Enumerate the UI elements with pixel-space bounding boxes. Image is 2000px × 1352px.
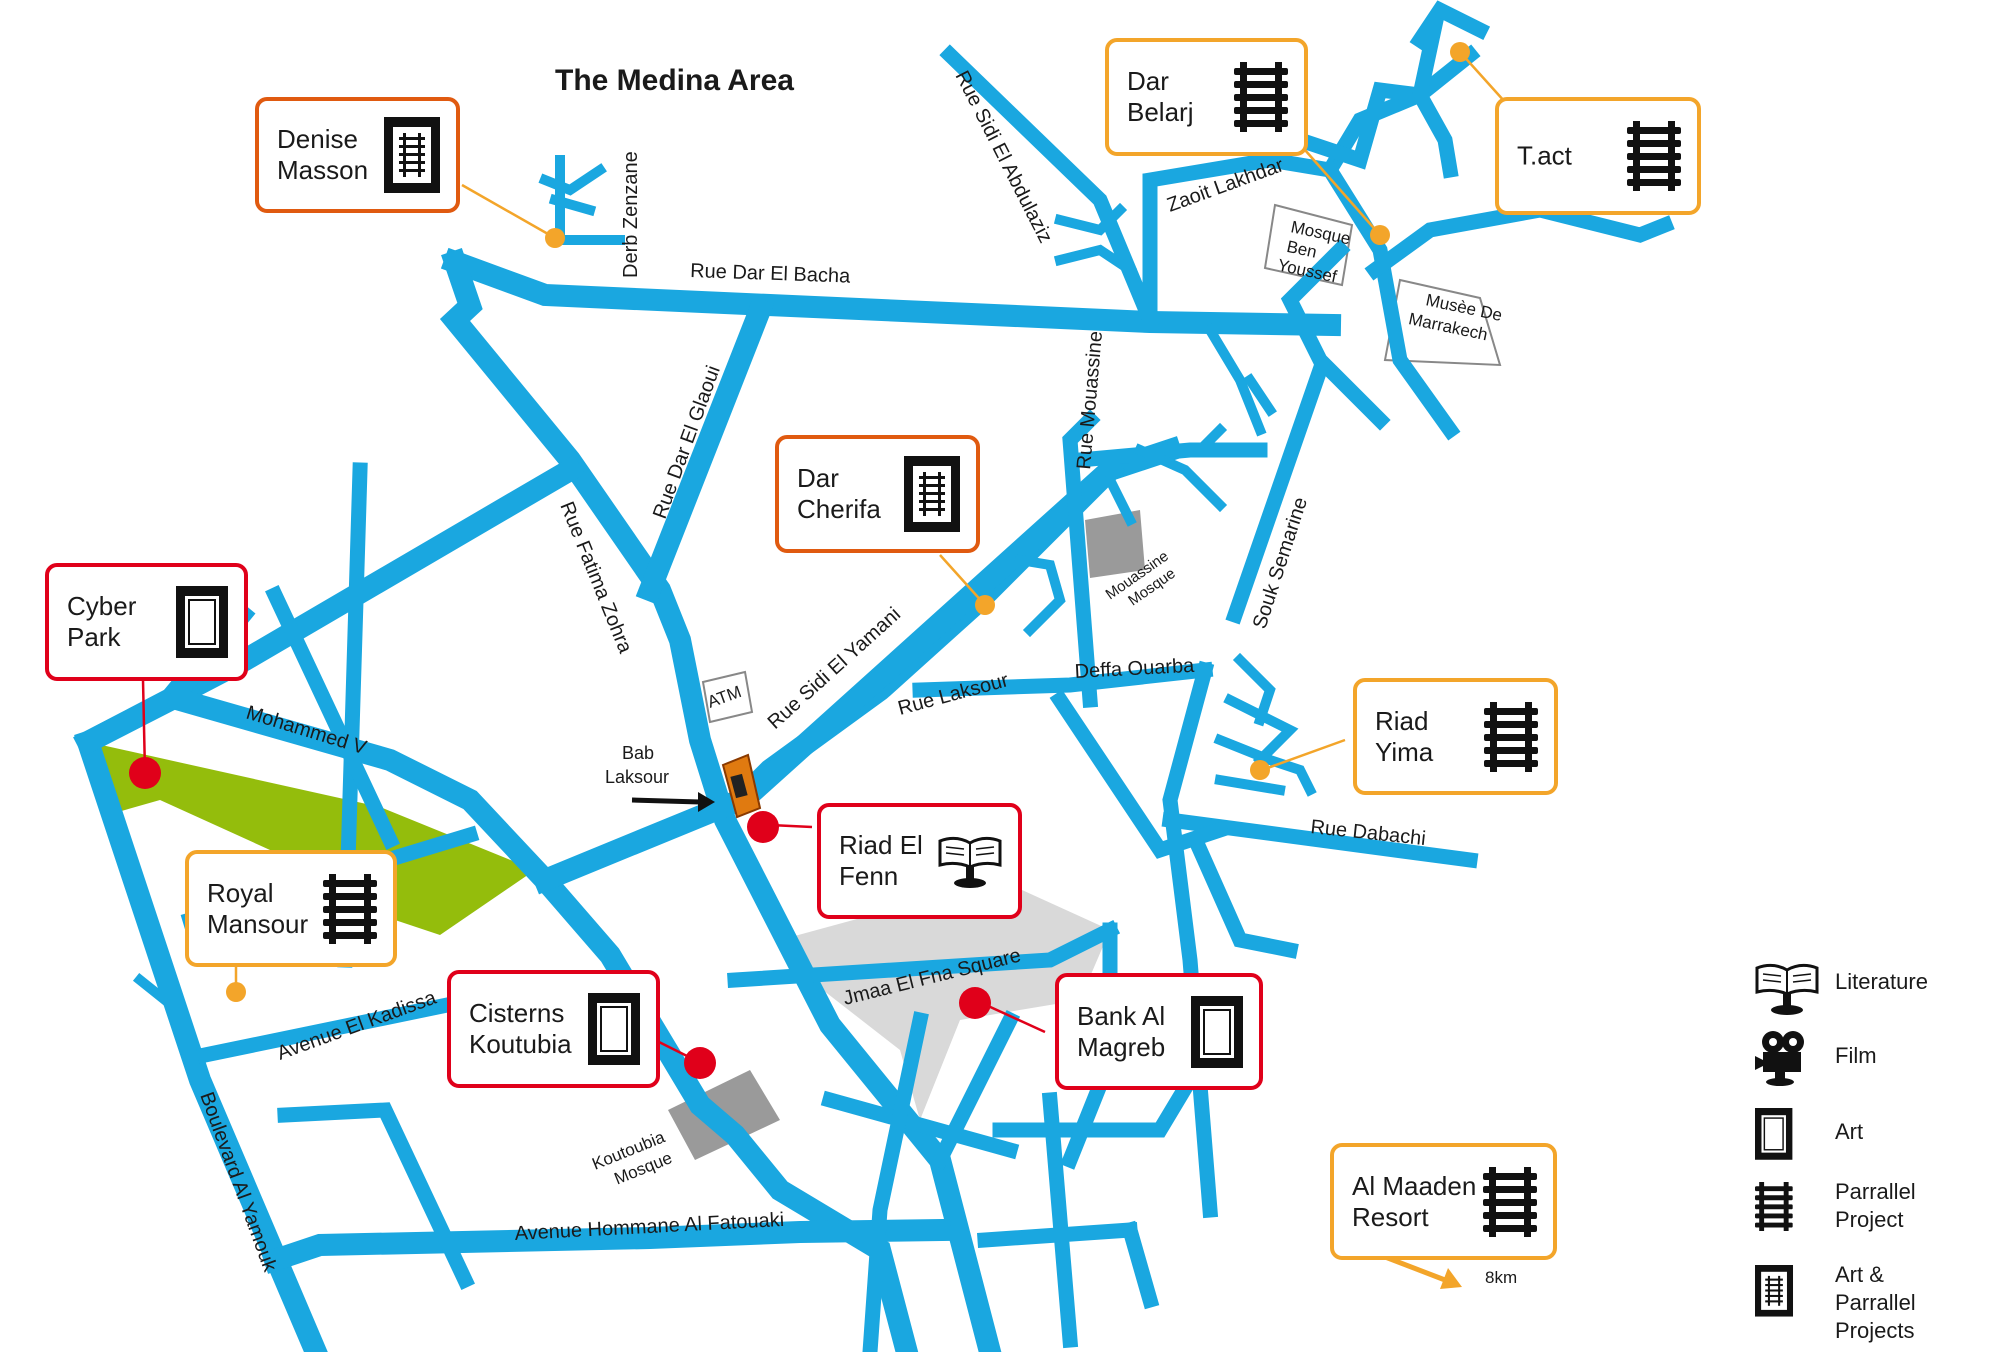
film-projector-icon xyxy=(1755,1031,1804,1086)
venue-bank-al-magreb[interactable]: Bank Al Magreb xyxy=(1055,973,1263,1090)
venue-label: Cyber Park xyxy=(67,591,137,652)
label-boulevard-al-yamouk: Boulevard Al Yamouk xyxy=(195,1089,281,1275)
venue-label: Denise Masson xyxy=(277,124,369,185)
parallel-icon xyxy=(1627,121,1681,191)
dot-tact xyxy=(1450,42,1470,62)
atm-box xyxy=(701,670,754,724)
dot-dar-cherifa xyxy=(975,595,995,615)
dot-cisterns-koutubia xyxy=(684,1047,716,1079)
label-rue-mouassine: Rue Mouassine xyxy=(1073,330,1107,470)
dot-royal-mansour xyxy=(226,982,246,1002)
parallel-icon xyxy=(1234,62,1288,132)
legend-label: Film xyxy=(1835,1043,1877,1068)
venue-label: T.act xyxy=(1517,140,1572,171)
venue-label: Dar Belarj xyxy=(1127,66,1194,127)
venue-label: Riad Yima xyxy=(1375,705,1434,767)
venue-denise-masson[interactable]: Denise Masson xyxy=(255,97,460,213)
art-frame-icon xyxy=(588,993,640,1065)
book-icon xyxy=(1755,963,1819,1016)
art-frame-icon xyxy=(1191,995,1243,1068)
venue-riad-el-fenn[interactable]: Riad El Fenn xyxy=(817,803,1022,919)
art-parallel-icon xyxy=(904,456,960,532)
legend-label: Art xyxy=(1835,1119,1864,1144)
label-derb-zenzane: Derb Zenzane xyxy=(620,151,642,278)
dot-cyber-park xyxy=(129,757,161,789)
venue-riad-yima[interactable]: Riad Yima xyxy=(1353,678,1558,795)
venue-label: Riad El Fenn xyxy=(839,830,923,891)
label-distance: 8km xyxy=(1485,1268,1517,1287)
dot-dar-belarj xyxy=(1370,225,1390,245)
legend-label: Art & Parrallel Projects xyxy=(1835,1262,1916,1343)
art-parallel-icon xyxy=(1755,1265,1794,1317)
venue-royal-mansour[interactable]: Royal Mansour xyxy=(185,850,397,967)
venue-dar-cherifa[interactable]: Dar Cherifa xyxy=(775,435,980,553)
dot-bank-al-magreb xyxy=(959,987,991,1019)
arrow-8km-icon xyxy=(1379,1252,1462,1289)
venue-label: Dar Cherifa xyxy=(797,463,881,524)
venue-tact[interactable]: T.act xyxy=(1495,97,1701,215)
jmaa-el-fna-square xyxy=(780,880,1110,1120)
venue-label: Royal Mansour xyxy=(207,877,309,939)
arrow-icon xyxy=(631,792,715,812)
location-dots xyxy=(129,42,1470,1079)
dot-denise-masson xyxy=(545,228,565,248)
legend-label: Literature xyxy=(1835,969,1928,994)
venue-cisterns-koutubia[interactable]: Cisterns Koutubia xyxy=(447,970,660,1088)
label-rue-laksour: Rue Laksour xyxy=(896,669,1012,720)
bab-laksour-gate-icon xyxy=(721,753,762,819)
label-rue-dar-el-bacha: Rue Dar El Bacha xyxy=(690,260,852,288)
venue-al-maaden-resort[interactable]: Al Maaden Resort xyxy=(1330,1143,1557,1260)
art-frame-icon xyxy=(1755,1108,1793,1160)
label-rue-sidi-el-abdulaziz: Rue Sidi El Abdulaziz xyxy=(951,67,1057,246)
venue-cyber-park[interactable]: Cyber Park xyxy=(45,563,248,681)
venue-dar-belarj[interactable]: Dar Belarj xyxy=(1105,38,1308,156)
mouassine-mosque-building xyxy=(1085,510,1145,578)
parallel-icon xyxy=(323,873,377,944)
parallel-icon xyxy=(1483,1166,1537,1237)
venue-label: Cisterns Koutubia xyxy=(469,998,572,1059)
art-parallel-icon xyxy=(384,117,440,193)
label-avenue-el-kadissa: Avenue El Kadissa xyxy=(274,986,440,1064)
venue-label: Al Maaden Resort xyxy=(1352,1170,1477,1232)
dot-riad-el-fenn xyxy=(747,811,779,843)
parallel-icon xyxy=(1755,1182,1793,1231)
parallel-icon xyxy=(1484,701,1538,772)
venue-label: Bank Al Magreb xyxy=(1077,1000,1166,1062)
dot-riad-yima xyxy=(1250,760,1270,780)
label-koutoubia-mosque: Koutoubia Mosque xyxy=(589,1126,680,1194)
label-bab-laksour: Bab Laksour xyxy=(605,743,669,787)
map-title: The Medina Area xyxy=(555,64,794,97)
art-frame-icon xyxy=(176,586,228,658)
cyber-park-green xyxy=(88,742,535,935)
book-icon xyxy=(938,836,1002,889)
legend-label: Parrallel Project xyxy=(1835,1179,1916,1232)
